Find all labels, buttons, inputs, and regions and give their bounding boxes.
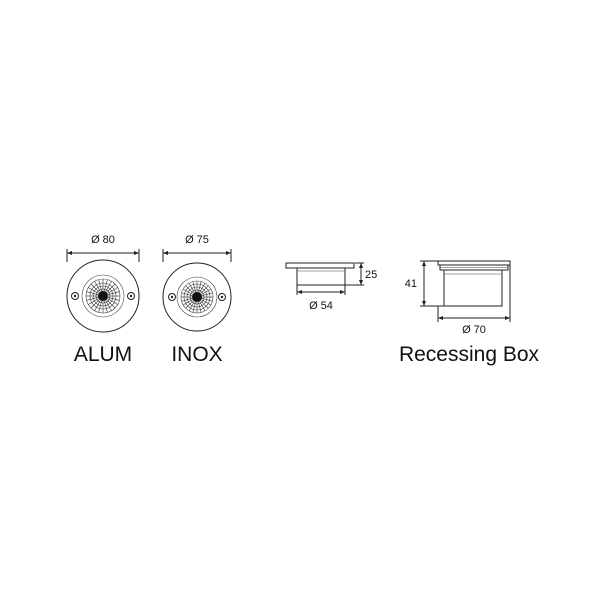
inox-lens-spoke bbox=[200, 285, 209, 294]
alum-lens-ring-detail bbox=[95, 288, 111, 304]
inox-lens-ring-detail bbox=[186, 286, 208, 308]
box-width-arrow-right bbox=[505, 316, 510, 320]
inox-lens-spoke bbox=[185, 300, 194, 309]
inox-diameter-label: Ø 75 bbox=[185, 234, 209, 246]
side-view-flange bbox=[285, 262, 355, 269]
box-body bbox=[443, 269, 503, 307]
alum-lens-ring bbox=[81, 274, 125, 318]
alum-lens-ring-detail bbox=[92, 285, 114, 307]
recessing-box-label: Recessing Box bbox=[399, 343, 540, 366]
alum-led-center bbox=[98, 291, 108, 301]
inox-screw-right-dot bbox=[220, 295, 224, 299]
box-diameter-label: Ø 70 bbox=[462, 324, 486, 336]
alum-lens-pattern bbox=[86, 279, 120, 313]
recessing-box-drawing: 41 Ø 70 Recessing Box bbox=[399, 260, 540, 366]
side-height-label: 25 bbox=[365, 269, 377, 281]
alum-arrow-right bbox=[134, 251, 139, 255]
alum-screw-right-icon bbox=[127, 292, 135, 300]
inox-screw-left-icon bbox=[168, 293, 176, 301]
box-width-arrow-left bbox=[438, 316, 443, 320]
side-width-arrow-left bbox=[297, 290, 302, 294]
inox-outer-ring bbox=[162, 262, 232, 332]
inox-fixture-drawing: Ø 75 INOX bbox=[162, 234, 232, 366]
inox-screw-left-dot bbox=[170, 295, 174, 299]
inox-lens-ring-detail bbox=[183, 283, 211, 311]
side-view-body bbox=[296, 267, 346, 286]
inox-lens-ring bbox=[176, 276, 218, 318]
box-height-label: 41 bbox=[405, 278, 417, 290]
box-top-rim bbox=[437, 260, 511, 266]
box-height-arrow-bottom bbox=[422, 301, 426, 306]
alum-screw-left-dot bbox=[73, 294, 77, 298]
box-height-arrow-top bbox=[422, 261, 426, 266]
side-height-arrow-bottom bbox=[359, 280, 363, 285]
alum-outer-ring bbox=[66, 259, 140, 333]
inox-lens-spoke bbox=[200, 300, 209, 309]
inox-lens-spoke bbox=[185, 285, 194, 294]
alum-label: ALUM bbox=[74, 343, 132, 366]
side-width-arrow-right bbox=[340, 290, 345, 294]
alum-arrow-left bbox=[67, 251, 72, 255]
side-height-arrow-top bbox=[359, 263, 363, 268]
side-diameter-label: Ø 54 bbox=[309, 300, 333, 312]
inox-lens-pattern bbox=[181, 281, 213, 313]
inox-led-center bbox=[192, 292, 202, 302]
side-view-drawing: 25 Ø 54 bbox=[285, 262, 377, 312]
inox-screw-right-icon bbox=[218, 293, 226, 301]
inox-lens-ring-detail bbox=[189, 289, 205, 305]
inox-arrow-left bbox=[163, 251, 168, 255]
alum-fixture-drawing: Ø 80 ALUM bbox=[66, 234, 140, 366]
alum-screw-left-icon bbox=[71, 292, 79, 300]
inox-label: INOX bbox=[171, 343, 222, 366]
alum-diameter-label: Ø 80 bbox=[91, 234, 115, 246]
inox-arrow-right bbox=[226, 251, 231, 255]
alum-screw-right-dot bbox=[129, 294, 133, 298]
alum-lens-ring-detail bbox=[89, 282, 117, 310]
